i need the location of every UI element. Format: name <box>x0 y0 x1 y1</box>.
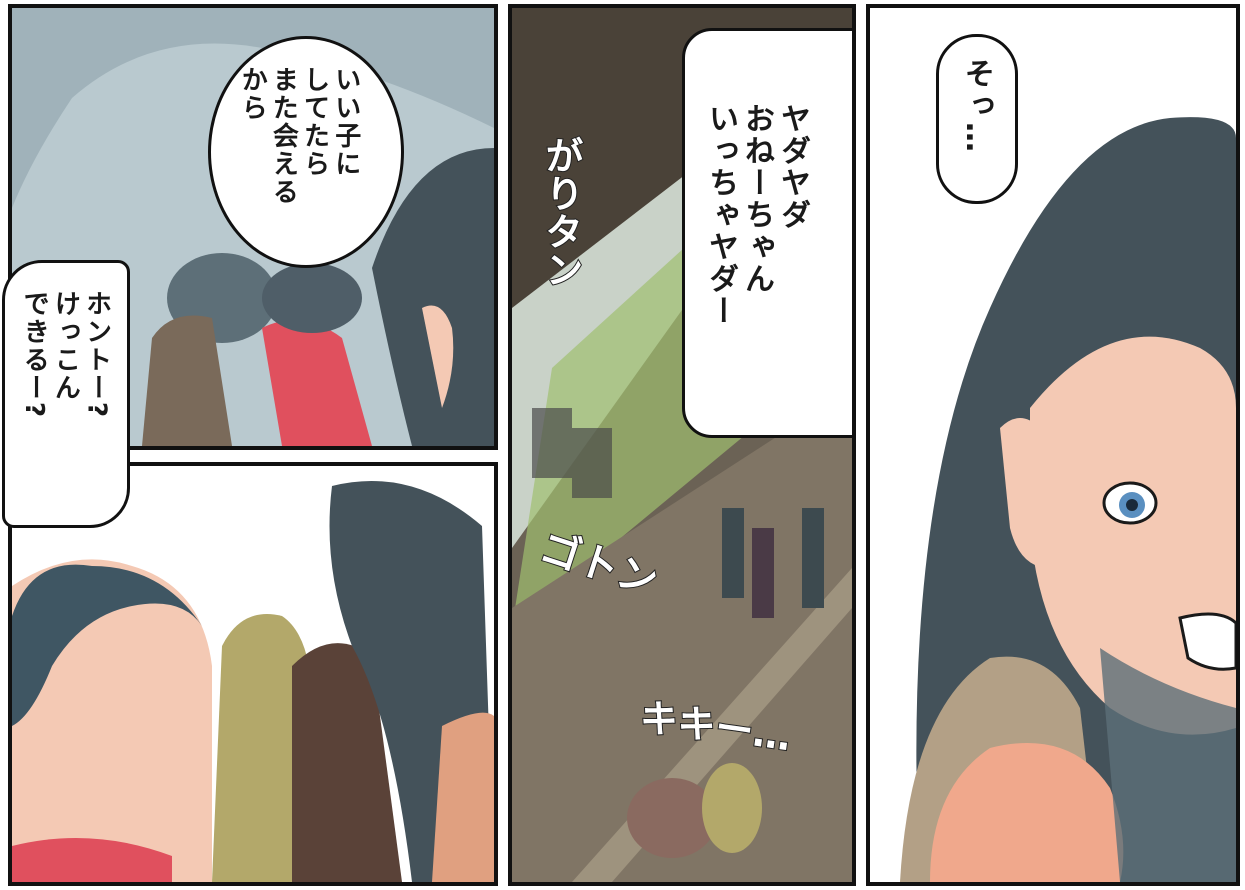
speech-bubble-1-text: いい子に してたら また会える から <box>237 66 361 206</box>
speech-bubble-2 <box>2 260 130 528</box>
sfx-garitan: がりタン <box>538 135 584 289</box>
speech-bubble-2-text: ホントー? けっこん できるー? <box>19 290 112 420</box>
panel-2 <box>8 462 498 886</box>
speech-bubble-3-text: ヤダヤダ おねーちゃん いっちゃヤダー <box>703 103 810 327</box>
panel-4: そっ… <box>866 4 1240 886</box>
speech-bubble-1 <box>208 36 404 268</box>
speech-bubble-4-text: そっ… <box>959 58 994 154</box>
panel-2-art <box>12 466 494 882</box>
speech-bubble-3 <box>682 28 852 438</box>
panel-4-art <box>870 8 1236 882</box>
panel-3: ヤダヤダ おねーちゃん いっちゃヤダー がりタン ゴトン キキー… <box>508 4 856 886</box>
speech-bubble-4 <box>936 34 1018 204</box>
